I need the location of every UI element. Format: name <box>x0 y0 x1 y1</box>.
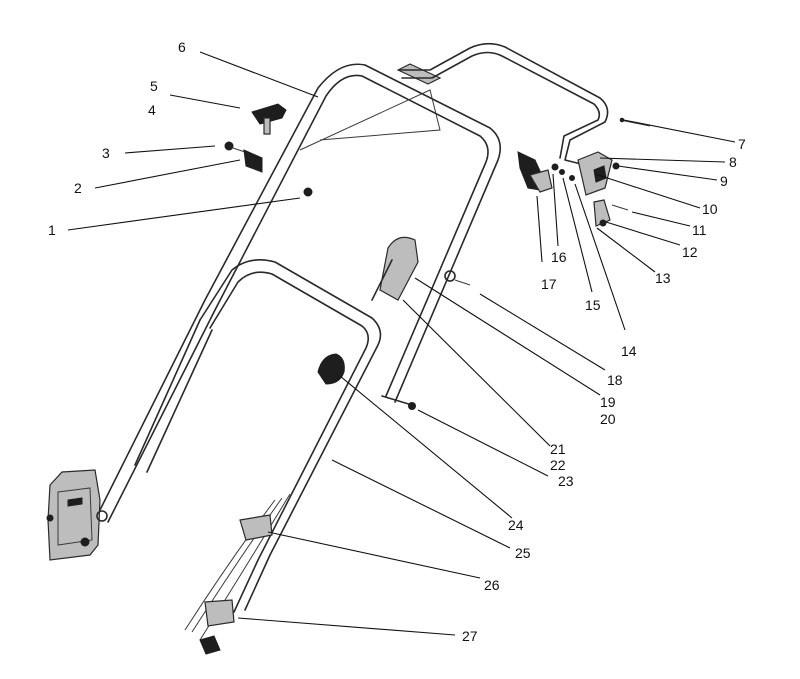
callout-9: 9 <box>720 173 728 189</box>
leader-25 <box>331 459 511 549</box>
control-housing <box>577 151 629 227</box>
cable-guide <box>371 236 471 301</box>
lower-handle <box>134 259 382 613</box>
callout-26: 26 <box>484 577 500 593</box>
leader-2 <box>94 159 241 189</box>
callout-5: 5 <box>150 78 158 94</box>
leader-1 <box>67 197 301 231</box>
callout-16: 16 <box>551 249 567 265</box>
control-lever <box>517 151 575 193</box>
callout-17: 17 <box>541 276 557 292</box>
callout-8: 8 <box>729 154 737 170</box>
callout-21: 21 <box>550 441 566 457</box>
callout-2: 2 <box>74 180 82 196</box>
callout-27: 27 <box>462 628 478 644</box>
upper-handle <box>94 63 501 523</box>
leader-10 <box>594 173 701 209</box>
leader-16 <box>552 173 559 247</box>
leader-17 <box>536 195 543 263</box>
leader-13 <box>596 227 656 273</box>
cable <box>619 117 651 127</box>
callout-6: 6 <box>178 39 186 55</box>
leader-12 <box>605 221 681 246</box>
callout-25: 25 <box>515 545 531 561</box>
callout-4: 4 <box>148 102 156 118</box>
leader-3 <box>124 145 216 154</box>
leader-18 <box>479 293 606 371</box>
leader-23 <box>417 409 549 477</box>
callout-22: 22 <box>550 457 566 473</box>
leader-5 <box>169 94 241 109</box>
callout-7: 7 <box>738 136 746 152</box>
leader-lines <box>67 51 736 636</box>
callout-24: 24 <box>508 517 524 533</box>
callout-15: 15 <box>585 297 601 313</box>
mounting-bracket <box>46 469 108 561</box>
cable-clips <box>184 493 291 655</box>
callout-19: 19 <box>600 394 616 410</box>
handle-knob <box>317 353 416 410</box>
clamp-assembly <box>224 141 313 197</box>
callout-11: 11 <box>692 222 707 238</box>
leader-21 <box>402 299 551 447</box>
callout-3: 3 <box>102 145 110 161</box>
callout-13: 13 <box>655 270 671 286</box>
leader-27 <box>237 617 456 636</box>
callout-10: 10 <box>702 201 718 217</box>
leader-11 <box>631 211 691 227</box>
callout-18: 18 <box>607 372 623 388</box>
leader-6 <box>199 51 319 98</box>
callout-labels: 1 2 3 4 5 6 7 8 9 10 11 12 13 14 15 16 1… <box>48 39 746 644</box>
knob-grip <box>251 103 287 135</box>
leader-26 <box>267 531 481 579</box>
leader-19 <box>414 277 601 396</box>
callout-23: 23 <box>558 473 574 489</box>
callout-14: 14 <box>621 343 637 359</box>
leader-9 <box>617 165 718 181</box>
leader-14 <box>574 183 626 331</box>
leader-24 <box>339 375 513 519</box>
callout-12: 12 <box>682 244 698 260</box>
bail-rod <box>399 42 609 166</box>
leader-15 <box>562 177 593 293</box>
leader-7 <box>623 119 736 143</box>
callout-1: 1 <box>48 222 56 238</box>
callout-20: 20 <box>600 411 616 427</box>
leader-8 <box>599 157 726 163</box>
